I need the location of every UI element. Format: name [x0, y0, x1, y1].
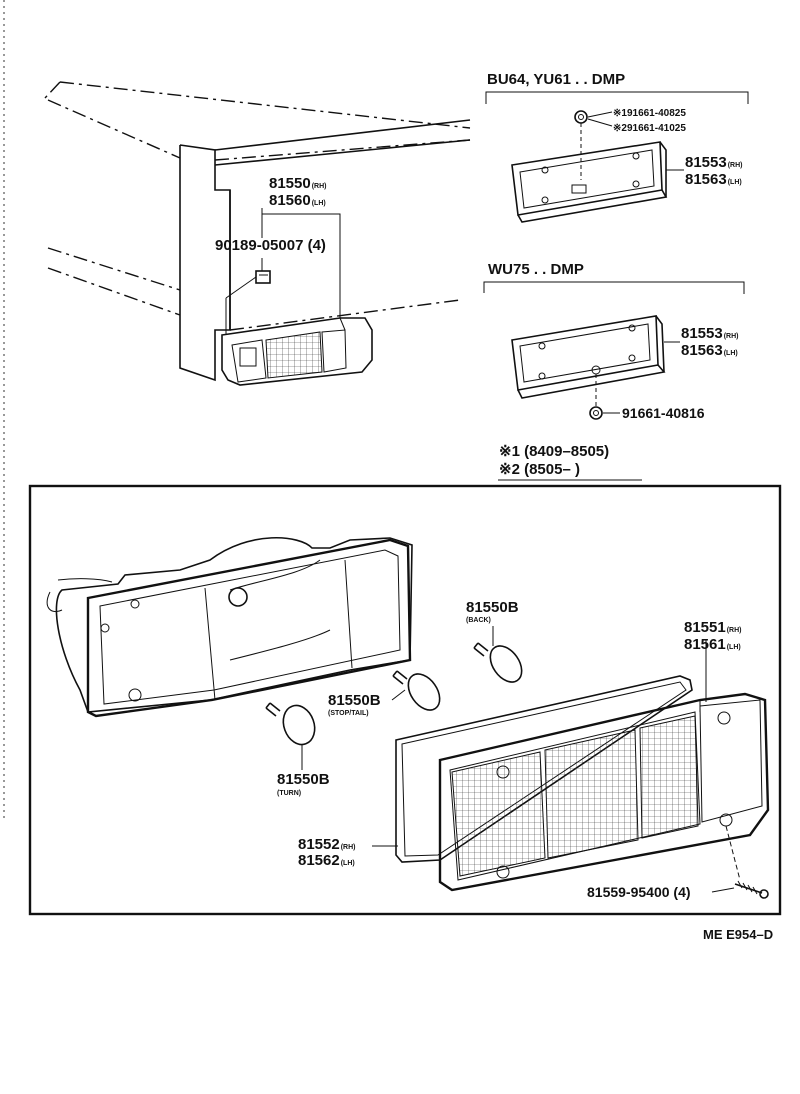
leader-line [587, 118, 613, 127]
figure-code: ME E954–D [703, 927, 773, 942]
gasket-part-lh: 81562(LH) [298, 852, 355, 869]
screw-icon [734, 880, 769, 899]
tail-lamp-assembly-small [221, 317, 373, 386]
lens-part-rh: 81551(RH) [684, 619, 742, 636]
gasket-part-rh: 81552(RH) [298, 836, 356, 853]
vehicle-body-drawing [44, 81, 471, 382]
screw-part: 81559-95400 (4) [587, 884, 691, 900]
part-81560: 81560(LH) [269, 192, 326, 209]
group1-title: BU64, YU61 . . DMP [487, 71, 625, 88]
leader-line [261, 208, 341, 318]
leader-line [391, 689, 406, 701]
part-81550: 81550(RH) [269, 175, 327, 192]
bulb-back-icon [473, 642, 523, 683]
detail-frame [28, 484, 782, 916]
bulb-turn-note: (TURN) [277, 790, 301, 797]
plate-bracket-1 [511, 141, 668, 223]
lens-part-lh: 81561(LH) [684, 636, 741, 653]
legend-line-1: ※1 (8409–8505) [499, 443, 609, 460]
bulb-turn-icon [265, 702, 316, 746]
bulb-back-part: 81550B [466, 599, 519, 616]
leader-line [725, 825, 741, 881]
plate-bracket-2 [511, 315, 666, 399]
part-81563-a: 81563(LH) [685, 171, 742, 188]
leader-line [587, 111, 613, 118]
part-91661-40816: 91661-40816 [622, 405, 705, 421]
legend-line-2: ※2 (8505– ) [499, 461, 580, 478]
leader-line [225, 276, 257, 299]
screw-clip-icon [255, 270, 271, 284]
leader-line [711, 887, 735, 893]
bulb-stop-part: 81550B [328, 692, 381, 709]
part-81553-a: 81553(RH) [685, 154, 743, 171]
lamp-housing [46, 536, 413, 718]
note-1-part: ※191661-40825 [613, 108, 686, 119]
lamp-lens [438, 692, 770, 892]
bulb-back-note: (BACK) [466, 617, 491, 624]
group2-bracket [483, 281, 745, 294]
part-81553-b: 81553(RH) [681, 325, 739, 342]
nut-icon [574, 110, 588, 124]
bulb-turn-part: 81550B [277, 771, 330, 788]
group2-title: WU75 . . DMP [488, 261, 584, 278]
bulb-stop-tail-icon [392, 670, 441, 711]
part-81563-b: 81563(LH) [681, 342, 738, 359]
part-90189-05007: 90189-05007 (4) [215, 237, 326, 254]
group1-bracket [485, 91, 749, 104]
bolt-icon [589, 406, 603, 420]
bulb-stop-note: (STOP/TAIL) [328, 710, 369, 717]
note-2-part: ※291661-41025 [613, 123, 686, 134]
